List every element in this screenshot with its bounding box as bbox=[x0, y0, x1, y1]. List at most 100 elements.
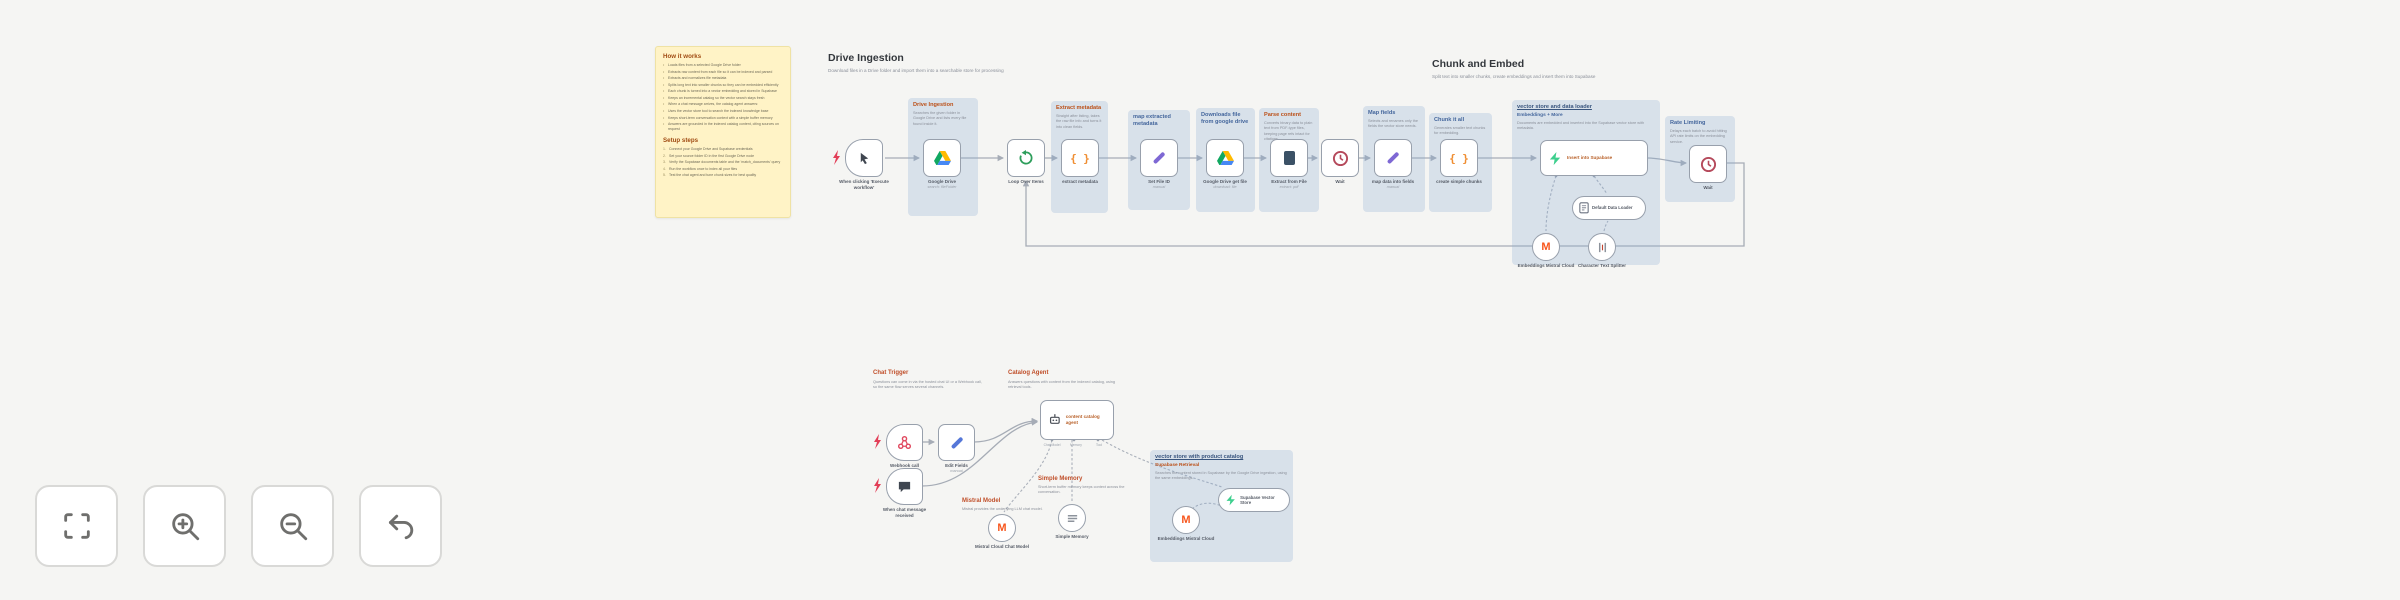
zoom-to-fit-icon bbox=[63, 513, 90, 539]
zoom-to-fit-button[interactable] bbox=[35, 485, 118, 567]
drive-ingestion-subtitle: Download files in a Drive folder and imp… bbox=[828, 68, 1004, 73]
region-desc: Converts binary data to plain text from … bbox=[1264, 120, 1313, 141]
node-create-chunks[interactable]: { } create simple chunks bbox=[1436, 139, 1482, 184]
region-subtitle: Supabase Retrieval bbox=[1155, 462, 1200, 468]
region-desc: Delays each batch to avoid hitting API r… bbox=[1670, 128, 1727, 144]
simple-memory-heading: Simple Memory bbox=[1038, 476, 1083, 482]
node-wait-rate-limit[interactable]: Wait bbox=[1689, 145, 1727, 190]
region-desc: Documents are embedded and inserted into… bbox=[1517, 120, 1645, 131]
zoom-out-button[interactable] bbox=[251, 485, 334, 567]
node-label: Google Drive bbox=[927, 179, 956, 184]
webhook-icon bbox=[897, 435, 912, 450]
node-simple-memory[interactable]: Simple Memory bbox=[1055, 504, 1089, 539]
region-title: map extracted metadata bbox=[1133, 114, 1171, 127]
agent-port-chat-model[interactable]: Chat Model bbox=[1043, 443, 1061, 447]
mistral-icon: M bbox=[997, 522, 1007, 534]
zoom-in-button[interactable] bbox=[143, 485, 226, 567]
zoom-out-icon bbox=[279, 513, 307, 541]
chunk-embed-title: Chunk and Embed bbox=[1432, 58, 1525, 70]
mistral-icon: M bbox=[1541, 241, 1551, 253]
node-label: Default Data Loader bbox=[1592, 205, 1633, 211]
node-sublabel: extract: pdf bbox=[1279, 184, 1299, 189]
node-label: map data into fields bbox=[1371, 179, 1415, 184]
region-title: vector store and data loader bbox=[1517, 104, 1592, 110]
sticky-list: Loads files from a selected Google Drive… bbox=[663, 63, 783, 132]
supabase-icon bbox=[1226, 494, 1235, 506]
region-desc: Generates smaller text chunks for embedd… bbox=[1434, 125, 1486, 136]
sticky-note[interactable]: How it works Loads files from a selected… bbox=[655, 46, 791, 218]
node-catalog-agent[interactable]: content catalog agent bbox=[1040, 400, 1114, 440]
node-mistral-chat-model[interactable]: M Mistral Cloud Chat Model bbox=[975, 514, 1029, 549]
sticky-item: Each chunk is turned into a vector embed… bbox=[663, 89, 783, 94]
catalog-agent-heading: Catalog Agent bbox=[1008, 370, 1049, 376]
node-chat-trigger[interactable]: When chat message received bbox=[883, 468, 926, 518]
region-title: Map fields bbox=[1368, 110, 1396, 116]
node-embeddings-mistral-query[interactable]: M Embeddings Mistral Cloud bbox=[1158, 506, 1214, 541]
sticky-item: Splits long text into smaller chunks so … bbox=[663, 83, 783, 88]
sticky-title: How it works bbox=[663, 53, 702, 60]
node-label: extract metadata bbox=[1062, 179, 1098, 184]
node-embeddings-mistral-ingest[interactable]: M Embeddings Mistral Cloud bbox=[1518, 233, 1574, 268]
region-subtitle: Embeddings + More bbox=[1517, 112, 1563, 118]
google-drive-icon bbox=[1216, 150, 1234, 166]
node-label: Set File ID bbox=[1148, 179, 1170, 184]
splitter-icon bbox=[1598, 242, 1606, 252]
sticky-setup-item: Verify the Supabase documents table and … bbox=[663, 160, 781, 165]
node-supabase-vector-store[interactable]: Supabase Vector Store bbox=[1218, 488, 1290, 512]
node-label: Wait bbox=[1703, 185, 1713, 190]
mistral-model-desc: Mistral provides the underlying LLM chat… bbox=[962, 507, 1043, 511]
catalog-agent-desc: Answers questions with content from the … bbox=[1008, 380, 1116, 390]
node-label: Supabase Vector Store bbox=[1240, 494, 1275, 505]
node-default-data-loader[interactable]: Default Data Loader bbox=[1572, 196, 1646, 220]
sticky-item: Extracts raw content from each file so i… bbox=[663, 70, 783, 75]
node-manual-trigger[interactable]: When clicking 'Execute workflow' bbox=[839, 139, 889, 190]
node-extract-metadata[interactable]: { } extract metadata bbox=[1061, 139, 1099, 184]
node-sublabel: search: fileFolder bbox=[927, 184, 957, 189]
node-webhook[interactable]: Webhook call bbox=[886, 424, 923, 468]
region-desc: Straight after listing, takes the raw fi… bbox=[1056, 113, 1102, 129]
node-sublabel: manual bbox=[1152, 184, 1166, 189]
simple-memory-desc: Short-term buffer memory keeps context a… bbox=[1038, 485, 1125, 495]
node-character-text-splitter[interactable]: Character Text Splitter bbox=[1578, 233, 1626, 268]
node-supabase-insert[interactable]: Insert into Supabase bbox=[1540, 140, 1648, 176]
node-label: Loop Over Items bbox=[1008, 179, 1044, 184]
robot-icon bbox=[1049, 414, 1060, 425]
node-label: Edit Fields bbox=[945, 463, 968, 468]
sticky-setup-item: Test the chat agent and tune chunk sizes… bbox=[663, 173, 757, 178]
node-wait-items[interactable]: Wait bbox=[1321, 139, 1359, 184]
mistral-model-heading: Mistral Model bbox=[962, 498, 1001, 504]
node-sublabel: manual bbox=[1386, 184, 1400, 189]
region-desc: Searches the given folder in Google Driv… bbox=[913, 110, 967, 126]
node-label: Google Drive get file bbox=[1203, 179, 1247, 184]
node-label: Extract from File bbox=[1271, 179, 1307, 184]
sticky-setup-item: Run the workflow once to index all your … bbox=[663, 166, 738, 172]
sticky-item: Uses the vector store tool to search the… bbox=[663, 109, 783, 114]
undo-button[interactable] bbox=[359, 485, 442, 567]
node-label: Mistral Cloud Chat Model bbox=[975, 544, 1029, 549]
mistral-icon: M bbox=[1181, 514, 1191, 526]
agent-port-tool[interactable]: Tool bbox=[1095, 443, 1103, 447]
node-label: When chat message received bbox=[882, 507, 927, 518]
zoom-in-icon bbox=[171, 513, 199, 541]
node-label: Insert into Supabase bbox=[1567, 155, 1613, 161]
pencil-icon bbox=[1152, 151, 1166, 165]
node-label: Simple Memory bbox=[1055, 534, 1089, 539]
cursor-icon bbox=[860, 152, 868, 164]
sticky-item: Loads files from a selected Google Drive… bbox=[663, 63, 783, 68]
node-loop-over-items[interactable]: Loop Over Items bbox=[1007, 139, 1045, 184]
node-sublabel: manual bbox=[950, 468, 963, 473]
agent-port-memory[interactable]: Memory bbox=[1070, 443, 1082, 447]
region-desc: Searches the content stored in Supabase … bbox=[1155, 470, 1287, 481]
region-title: Rate Limiting bbox=[1670, 120, 1706, 126]
supabase-icon bbox=[1549, 151, 1561, 165]
clock-icon bbox=[1332, 150, 1348, 166]
sticky-setup-item: Set your source folder ID in the first G… bbox=[663, 153, 755, 159]
